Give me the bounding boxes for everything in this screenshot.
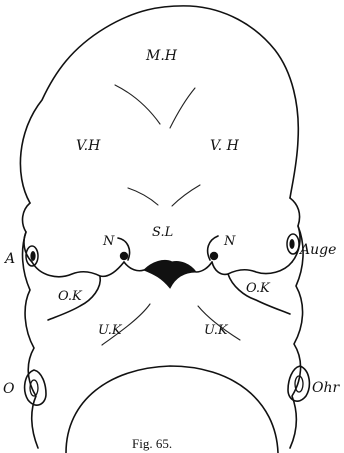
right-lower-outline [290,226,303,448]
midline-mark-upper [115,85,160,124]
right-nasal-pit-dot [210,252,218,260]
label-vh-left: V.H [76,138,101,154]
label-n-left: N [102,234,115,249]
label-uk-left: U.K [98,323,123,338]
label-vh-right: V. H [210,138,240,154]
label-a: A [3,251,15,267]
right-upper-jaw-process [212,262,292,274]
midline-mark-lower [128,188,158,205]
label-uk-right: U.K [204,323,229,338]
right-eye-bulge [290,198,300,262]
label-sl: S.L [152,225,173,240]
label-mh: M.H [145,48,178,64]
left-eye-bulge [23,203,32,262]
label-ok-left: O.K [58,289,83,304]
label-o: O [3,381,15,397]
label-n-right: N [223,234,236,249]
label-ohr: Ohr [312,380,340,396]
left-nasal-pit-dot [120,252,128,260]
midline-mark-upper-right [170,88,195,128]
label-ok-right: O.K [246,281,271,296]
label-auge: Auge [298,242,336,258]
left-upper-jaw-process [32,262,124,277]
figure-caption: Fig. 65. [132,436,172,451]
right-eye-icon [287,234,299,254]
midline-mark-lower-right [172,185,200,206]
mouth-opening [144,260,196,288]
head-outline [20,6,298,203]
